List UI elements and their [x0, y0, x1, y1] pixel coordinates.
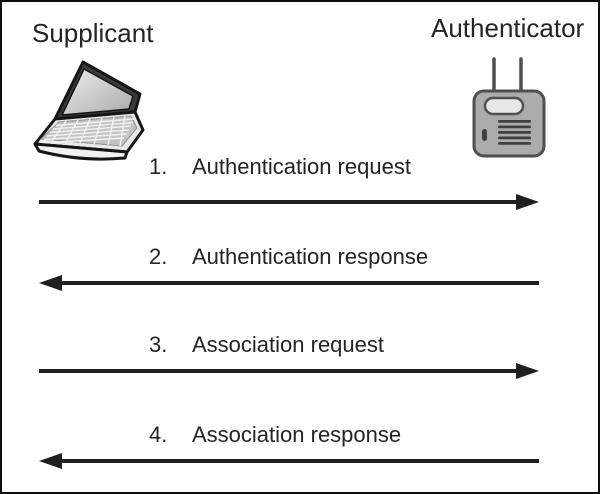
actor-title-supplicant: Supplicant — [32, 18, 154, 48]
message-number: 2. — [149, 244, 168, 269]
arrow-left-icon — [39, 275, 539, 291]
laptop-icon-svg — [33, 60, 145, 161]
message-text: Association response — [192, 422, 402, 447]
message-text: Authentication response — [192, 244, 429, 269]
message-label-2: 2. Authentication response — [149, 243, 428, 271]
message-label-3: 3. Association request — [149, 331, 384, 359]
access-point-icon-svg — [472, 57, 546, 158]
message-label-4: 4. Association response — [149, 421, 401, 449]
message-label-1: 1. Authentication request — [149, 153, 411, 181]
actor-title-authenticator: Authenticator — [431, 13, 585, 43]
arrow-right-icon — [39, 194, 539, 210]
laptop-icon — [26, 60, 146, 162]
message-text: Authentication request — [192, 154, 411, 179]
message-number: 1. — [149, 154, 168, 179]
message-text: Association request — [192, 332, 384, 357]
arrow-right-icon — [39, 363, 539, 379]
message-number: 3. — [149, 332, 168, 357]
arrow-left-icon — [39, 453, 539, 469]
access-point-icon — [462, 54, 548, 158]
message-number: 4. — [149, 422, 168, 447]
